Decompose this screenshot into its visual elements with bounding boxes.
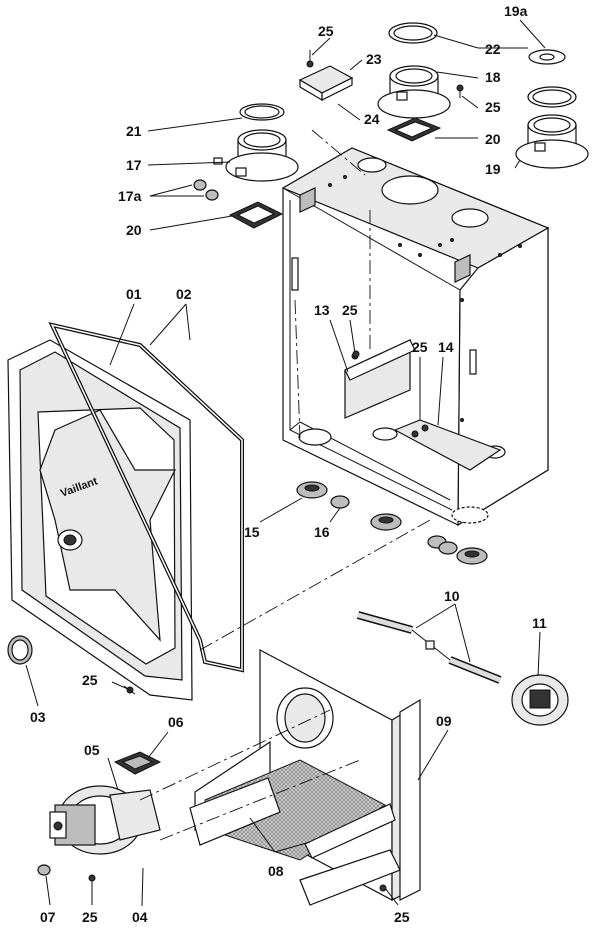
cover-plate-23 [298,65,354,102]
boiler-casing [281,147,550,527]
plug-17a [193,179,219,201]
seal-ring-22b [527,86,577,108]
callout-06: 06 [168,714,184,730]
callout-04: 04 [132,909,148,925]
screw-25-mid [88,350,419,892]
bracket-14 [393,419,502,471]
gasket-20-left [228,201,284,229]
pressure-switch-11 [511,674,569,726]
sight-glass-03 [7,635,33,665]
seal-ring-22 [388,22,438,44]
screw-25-top [306,50,464,98]
callout-20-top: 20 [485,131,501,147]
callout-25-top: 25 [318,23,334,39]
callout-17: 17 [126,157,142,173]
leader-lines [25,19,546,907]
callout-05: 05 [84,742,100,758]
callout-25-bot: 25 [82,909,98,925]
callout-25-b: 25 [485,99,501,115]
gas-pipe-10 [356,611,502,684]
callout-22: 22 [485,41,501,57]
callout-08: 08 [268,863,284,879]
callout-17a: 17a [118,188,142,204]
callout-25-left: 25 [82,672,98,688]
callout-07: 07 [40,909,56,925]
callout-03: 03 [30,709,46,725]
flue-adaptor-18 [377,65,451,119]
callout-23: 23 [366,51,382,67]
disc-19a [528,49,566,65]
callout-25-mid2: 25 [412,339,428,355]
callout-25-mid: 25 [342,302,358,318]
callout-02: 02 [176,286,192,302]
callout-16: 16 [314,524,330,540]
callout-19a: 19a [504,3,528,19]
callout-14: 14 [438,339,454,355]
callout-25-bot2: 25 [394,909,410,925]
grommet-16 [330,495,458,555]
flue-adaptor-19 [515,114,589,169]
combustion-chamber-09 [189,649,421,906]
gasket-20-top [386,117,442,142]
callout-18: 18 [485,69,501,85]
front-panel-01 [7,339,193,701]
grommet-15 [296,481,488,565]
callout-labels: 19a 25 22 23 18 24 25 21 20 17 19 17a 20… [30,3,547,925]
gasket-06 [113,751,162,775]
callout-10: 10 [444,588,460,604]
fan-assembly-04 [49,785,161,855]
callout-24: 24 [364,111,380,127]
flue-elbow-17 [213,129,299,182]
gasket-02 [48,322,244,673]
callout-21: 21 [126,123,142,139]
callout-19: 19 [485,161,501,177]
callout-09: 09 [436,713,452,729]
callout-01: 01 [126,286,142,302]
callout-11: 11 [532,615,547,631]
seal-ring-21 [239,103,285,121]
callout-20-left: 20 [126,222,142,238]
callout-13: 13 [314,302,330,318]
plug-07 [37,864,51,876]
callout-15: 15 [244,524,260,540]
